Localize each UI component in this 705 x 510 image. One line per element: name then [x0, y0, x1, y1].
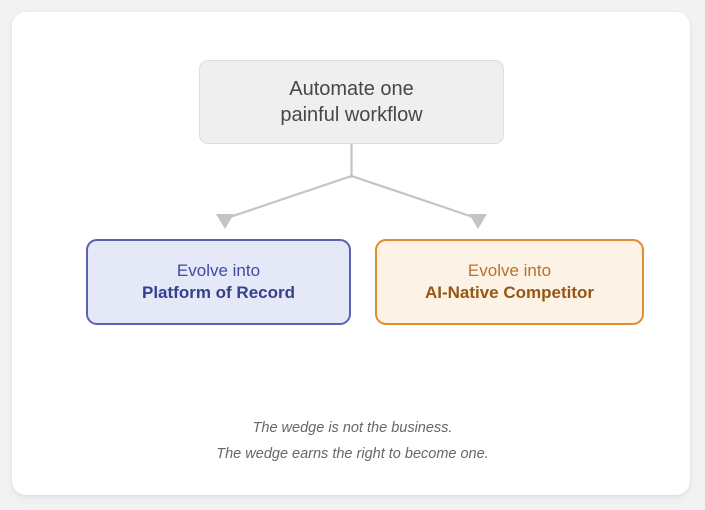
node-platform-of-record-line-2: Platform of Record — [141, 283, 296, 302]
node-platform-of-record-line-1: Evolve into — [176, 260, 261, 280]
caption-line-1: The wedge is not the business. — [252, 420, 453, 436]
node-ai-native-competitor[interactable]: Evolve into AI-Native Competitor — [375, 239, 644, 325]
node-automate-wedge-line-1: Automate one — [289, 77, 414, 100]
node-ai-native-competitor-line-1: Evolve into — [467, 260, 552, 280]
node-ai-native-competitor-line-2: AI-Native Competitor — [424, 283, 595, 302]
diagram-caption: The wedge is not the business. The wedge… — [0, 415, 705, 468]
node-automate-wedge[interactable]: Automate one painful workflow — [199, 60, 504, 144]
caption-line-2: The wedge earns the right to become one. — [216, 446, 489, 463]
node-automate-wedge-line-2: painful workflow — [280, 104, 423, 126]
node-platform-of-record[interactable]: Evolve into Platform of Record — [86, 239, 351, 325]
